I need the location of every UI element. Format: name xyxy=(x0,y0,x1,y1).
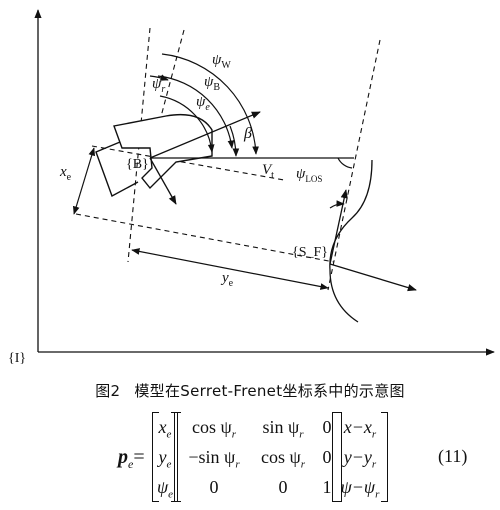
matrix-cell: cos ψr xyxy=(260,447,306,471)
ye-label: ye xyxy=(220,270,234,289)
path-frame-label: {S_F} xyxy=(292,245,328,260)
figure-caption: 图2 模型在Serret-Frenet坐标系中的示意图 xyxy=(0,380,500,401)
difference-vector: x−xr y−yr ψ−ψr xyxy=(332,412,388,502)
vector1-cell: ye xyxy=(158,447,172,471)
path-tangent-vector xyxy=(329,263,417,292)
path-tangent-dashed xyxy=(327,39,381,291)
psi-r-arc xyxy=(149,74,169,81)
matrix-cell: −sin ψr xyxy=(188,447,240,471)
rotation-matrix: cos ψr sin ψr 0 −sin ψr cos ψr 0 0 0 1 xyxy=(174,412,342,502)
equation-11: pe= xe ye ψe cos ψr sin ψr 0 −sin ψr cos… xyxy=(0,410,500,506)
matrix-cell: 0 xyxy=(322,447,332,467)
psi-w-label: ψW xyxy=(212,52,231,71)
psi-e-label: ψe xyxy=(196,94,210,113)
matrix-cell: sin ψr xyxy=(262,417,304,441)
psi-los-arc xyxy=(337,157,353,169)
frenet-frame-diagram: {I} {B} {S_F} ψW ψB ψr ψe β Vt ψLOS xe y… xyxy=(8,9,495,366)
vessel-shape xyxy=(113,113,213,190)
equation-lhs: pe= xyxy=(118,446,145,471)
xe-dimension xyxy=(72,147,96,215)
matrix-cell: cos ψr xyxy=(191,417,237,441)
vector1-cell: ψe xyxy=(156,477,174,501)
error-vector: xe ye ψe xyxy=(152,412,178,502)
vt-label: Vt xyxy=(262,162,274,181)
heading-vector xyxy=(149,111,261,159)
reference-path xyxy=(329,159,373,323)
ye-dimension xyxy=(131,248,329,290)
vector1-cell: xe xyxy=(158,417,172,441)
body-frame-label: {B} xyxy=(126,157,149,172)
matrix-cell: 0 xyxy=(209,477,219,497)
vector2-cell: ψ−ψr xyxy=(340,477,380,501)
psi-e-arc xyxy=(159,95,215,153)
psi-b-arc xyxy=(157,75,235,149)
lateral-vector xyxy=(149,157,177,205)
figure-caption-text: 模型在Serret-Frenet坐标系中的示意图 xyxy=(134,382,405,400)
vessel-hull xyxy=(95,141,139,198)
matrix-cell: 1 xyxy=(322,477,332,497)
figure-number: 图2 xyxy=(95,382,121,400)
psi-w-arc xyxy=(161,53,259,155)
matrix-cell: 0 xyxy=(322,417,332,437)
vector2-cell: x−xr xyxy=(343,417,377,441)
psi-b-label: ψB xyxy=(204,74,220,93)
beta-arc xyxy=(229,125,240,157)
psi-los-label: ψLOS xyxy=(296,166,322,184)
matrix-cell: 0 xyxy=(278,477,288,497)
psi-r-label: ψr xyxy=(152,76,165,95)
equation-number: (11) xyxy=(438,446,468,466)
los-angle-arc xyxy=(329,200,345,209)
inertial-frame-label: {I} xyxy=(8,351,26,366)
body-x-dashed xyxy=(91,145,285,181)
xe-label: xe xyxy=(59,164,72,183)
vector2-cell: y−yr xyxy=(343,447,377,471)
beta-label: β xyxy=(243,125,252,142)
